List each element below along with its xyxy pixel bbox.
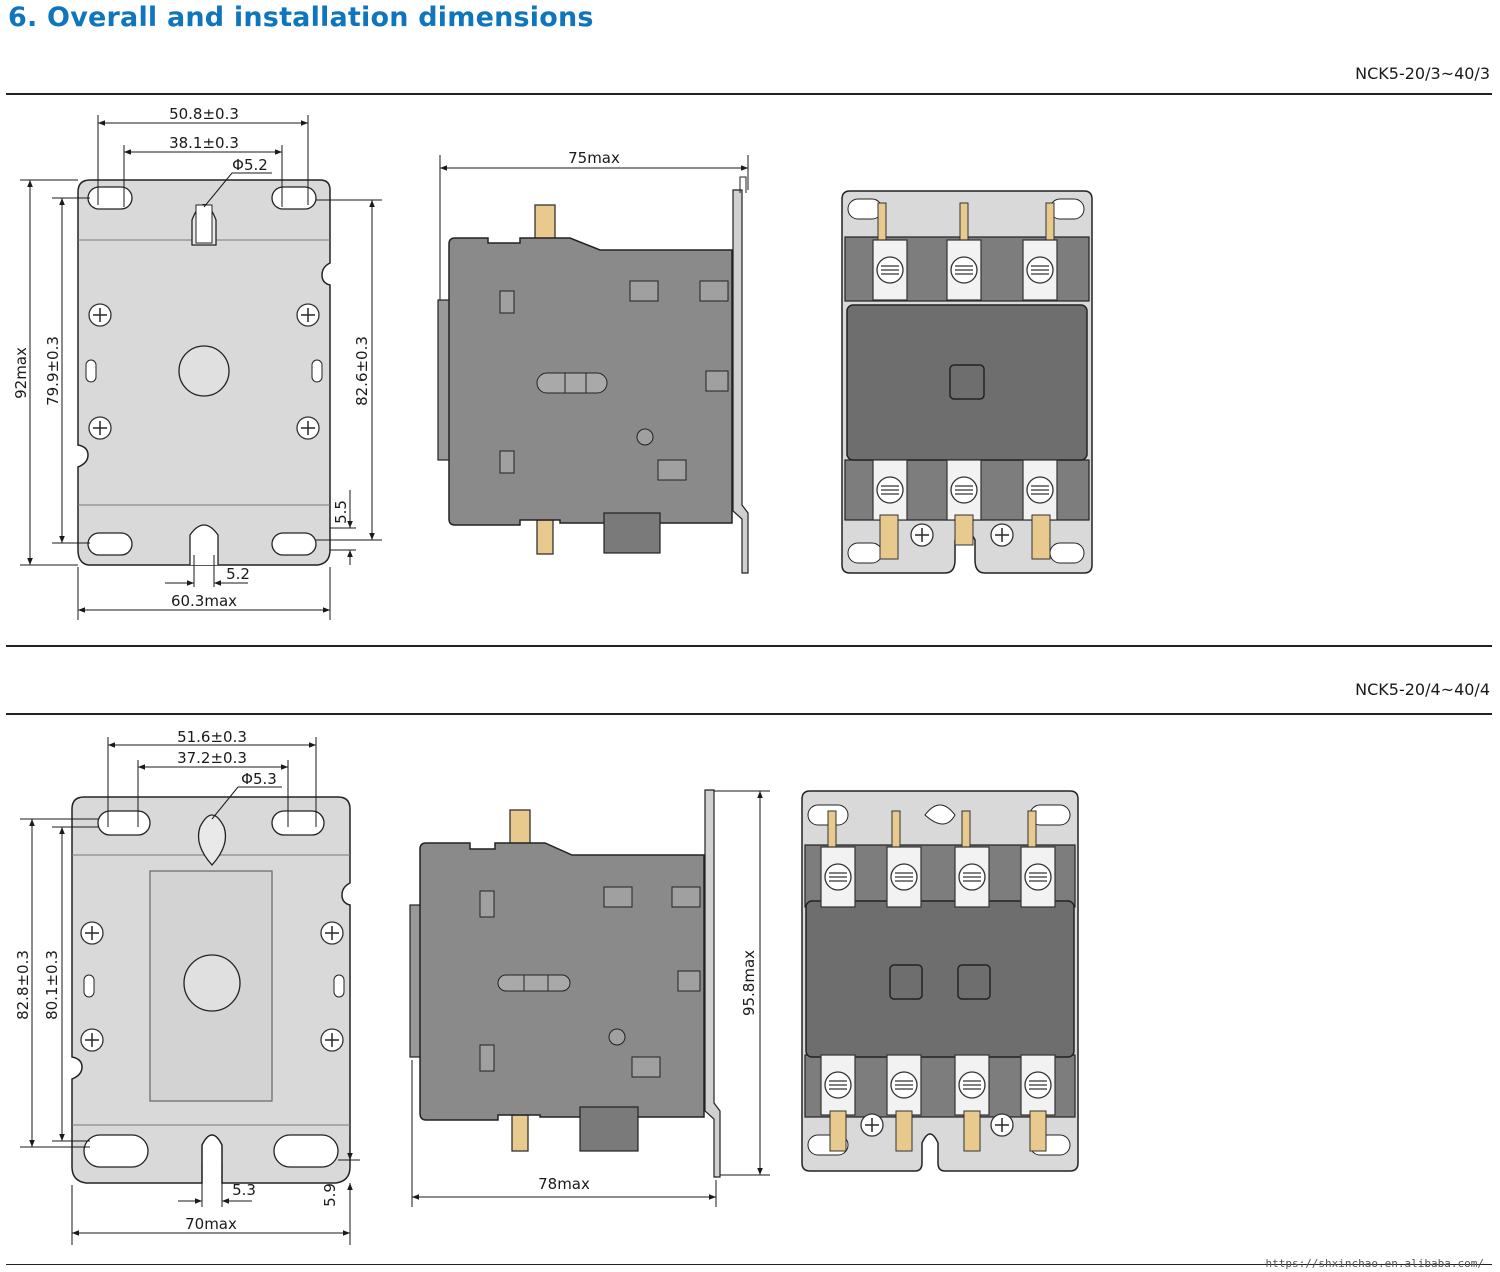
front-view-3pole: 50.8±0.3 38.1±0.3 Φ5.2 92max 79.9±0.3 82… [12,105,382,620]
dim-height-max: 92max [12,347,30,399]
page-title: 6. Overall and installation dimensions [8,2,594,33]
top-view-4pole [801,790,1079,1172]
drawing-3pole: 50.8±0.3 38.1±0.3 Φ5.2 92max 79.9±0.3 82… [12,105,1093,620]
dim-slot-spacing-top: 38.1±0.3 [169,134,239,152]
section-divider [6,713,1492,715]
model-label-3pole: NCK5-20/3~40/3 [1355,64,1490,83]
dim-height-right: 82.6±0.3 [353,336,371,406]
section-divider [6,93,1492,95]
watermark: https://shxinchao.en.alibaba.com/ [1265,1257,1484,1270]
model-label-4pole: NCK5-20/4~40/4 [1355,680,1490,699]
dim-bottom-offset: 5.9 [321,1183,339,1207]
dim-height-inner: 80.1±0.3 [43,950,61,1020]
dim-hole-diameter: Φ5.2 [232,156,268,174]
dim-depth-max: 75max [568,149,620,167]
dim-bottom-offset: 5.5 [332,500,350,524]
footer-divider [6,1264,1492,1265]
dim-slot-width: 5.2 [226,565,250,583]
dim-width-top: 51.6±0.3 [177,728,247,746]
dim-width-max: 70max [185,1215,237,1233]
drawing-4pole: 51.6±0.3 37.2±0.3 Φ5.3 82.8±0.3 80.1±0.3… [14,728,1079,1245]
dim-height-left: 79.9±0.3 [44,336,62,406]
section-divider [6,645,1492,647]
dim-height-outer: 82.8±0.3 [14,950,32,1020]
front-view-4pole: 51.6±0.3 37.2±0.3 Φ5.3 82.8±0.3 80.1±0.3… [14,728,360,1245]
dim-width-max: 60.3max [171,592,237,610]
dim-slot-width: 5.3 [232,1181,256,1199]
dim-height-max: 95.8max [740,950,758,1016]
dim-width-top: 50.8±0.3 [169,105,239,123]
side-view-4pole: 95.8max 78max [409,789,770,1207]
side-view-3pole: 75max [437,149,749,574]
dim-slot-spacing-top: 37.2±0.3 [177,749,247,767]
dim-hole-diameter: Φ5.3 [241,770,277,788]
top-view-3pole [841,190,1093,574]
dim-depth-max: 78max [538,1175,590,1193]
